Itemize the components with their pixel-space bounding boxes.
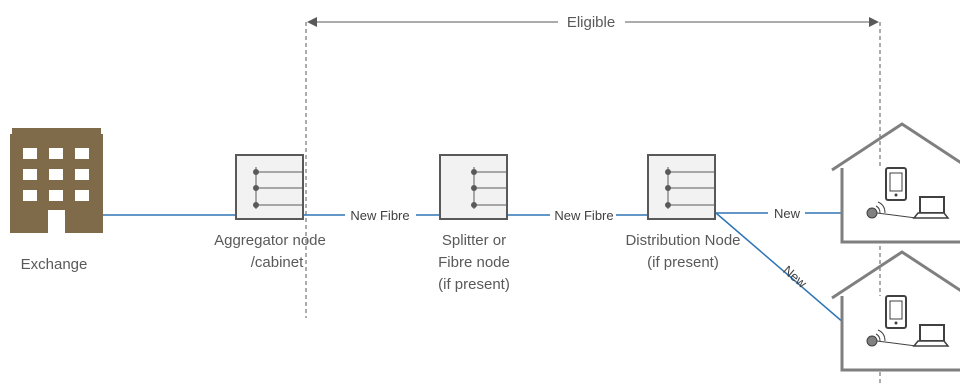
laptop-icon: [912, 196, 950, 219]
eligible-label: Eligible: [567, 14, 615, 31]
aggregator-label-line1: Aggregator node: [214, 232, 326, 249]
splitter-label-line2: Fibre node: [438, 254, 510, 271]
exchange-label: Exchange: [21, 256, 88, 273]
wifi-router-icon: [866, 201, 917, 219]
cabinet-node-icon: [235, 154, 304, 220]
house-icon: [831, 122, 960, 244]
phone-icon: [885, 295, 907, 329]
splitter-label-line3: (if present): [438, 276, 510, 293]
house-icon: [831, 250, 960, 372]
link-label-splitter-dist: New Fibre: [554, 208, 613, 223]
cabinet-node-icon: [647, 154, 716, 220]
link-label-dist-house1: New: [774, 206, 801, 221]
aggregator-label-line2: /cabinet: [251, 254, 304, 271]
link-label-dist-house2: New: [780, 262, 810, 291]
laptop-icon: [912, 324, 950, 347]
phone-icon: [885, 167, 907, 201]
wifi-router-icon: [866, 329, 917, 347]
cabinet-node-icon: [439, 154, 508, 220]
distribution-label-line1: Distribution Node: [625, 232, 740, 249]
splitter-label-line1: Splitter or: [442, 232, 506, 249]
link-label-agg-splitter: New Fibre: [350, 208, 409, 223]
building-icon: [10, 128, 103, 233]
distribution-label-line2: (if present): [647, 254, 719, 271]
